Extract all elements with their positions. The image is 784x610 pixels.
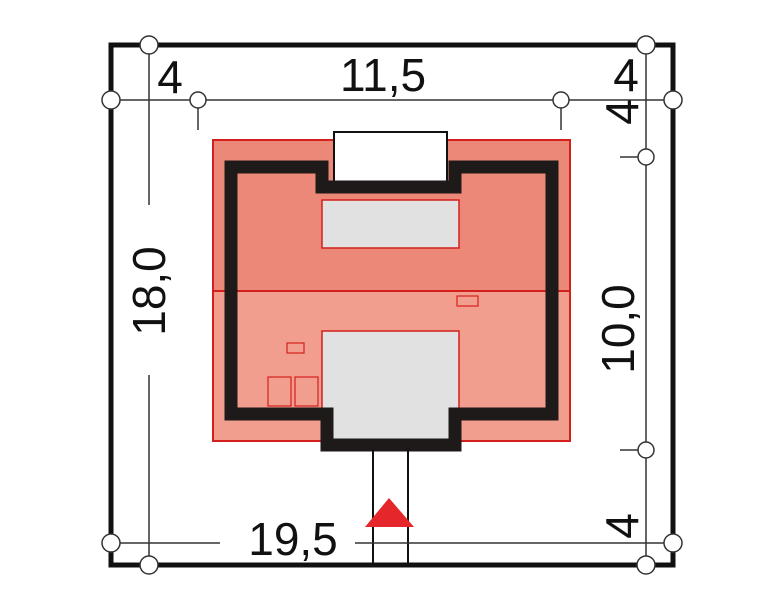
dim-right-height: 10,0 (592, 284, 644, 374)
node-house-bottom (637, 441, 655, 459)
node-top-left (139, 35, 159, 55)
dim-right-top-offset: 4 (596, 99, 648, 125)
exterior-walls (224, 160, 559, 452)
node-bottom-left (139, 555, 159, 575)
front-porch (321, 330, 460, 444)
dim-bottom-width: 19,5 (248, 513, 338, 565)
skylight-left (267, 376, 292, 407)
entrance-arrow-icon (365, 498, 414, 527)
dim-right-setback-top: 4 (613, 49, 639, 101)
node-top-right (636, 35, 656, 55)
plot-boundary (108, 42, 676, 568)
chimney-mark (456, 295, 479, 307)
back-terrace (321, 199, 460, 249)
node-roof-right (552, 91, 570, 109)
vent-mark (286, 342, 305, 354)
node-bottom-right (636, 555, 656, 575)
skylight-right (294, 376, 319, 407)
dim-left-height: 18,0 (123, 246, 175, 336)
node-left-bottom (101, 533, 121, 553)
driveway (372, 449, 409, 565)
dim-right-bottom-offset: 4 (596, 513, 648, 539)
dim-left-setback-top: 4 (157, 51, 183, 103)
node-house-top (637, 148, 655, 166)
node-right-top (663, 90, 683, 110)
node-right-bottom (663, 533, 683, 553)
dim-top-width: 11,5 (340, 49, 426, 101)
node-left-top (101, 90, 121, 110)
node-roof-left (189, 91, 207, 109)
dimension-nodes (101, 35, 683, 575)
